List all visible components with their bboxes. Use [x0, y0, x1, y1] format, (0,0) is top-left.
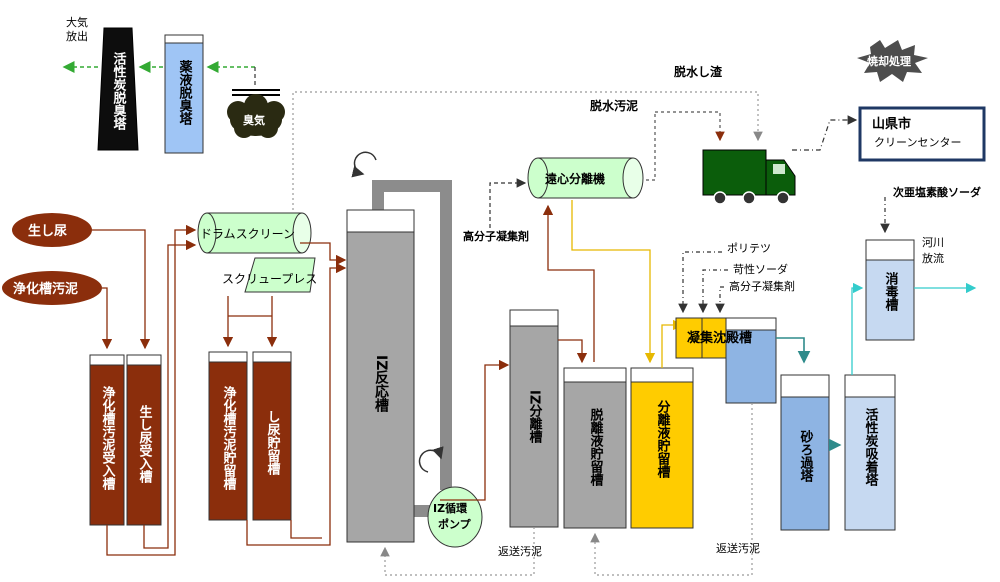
receive-to-drum-pipe-2: [143, 239, 197, 549]
disinfection-label: 消毒槽: [883, 271, 899, 312]
clean-center-box: [858, 106, 986, 162]
iz-reactor-tank: [346, 209, 415, 543]
dassui-odei-label: 脱水汚泥: [590, 98, 638, 113]
dewatered-sludge-arrow: [655, 111, 725, 142]
sand-filter-tower: [780, 374, 830, 531]
poritetsu-label: ポリテツ: [727, 242, 771, 255]
drum-screen: [197, 212, 312, 254]
centrifuge: [527, 157, 644, 199]
drum-to-reactor-arrow: [300, 242, 347, 266]
jokaso-arrow: [101, 287, 113, 350]
bunri-eki-tank: [630, 367, 694, 529]
iz-pump: [427, 486, 483, 548]
chinden-to-sand: [776, 337, 811, 364]
iz-separator-tank: [509, 309, 559, 528]
dassui-eki-tank: [563, 367, 627, 529]
iz-loop-right: [440, 180, 452, 490]
centrifuge-label: 遠心分離機: [545, 171, 605, 186]
kasen-label-1: 河川: [922, 236, 944, 249]
yakueki-top: [164, 34, 204, 44]
sludge-to-centrifuge: [542, 204, 595, 362]
clean-center-label-2: クリーンセンター: [874, 136, 961, 149]
rotation-arrow-2: [418, 446, 444, 473]
poritetsu-arrow: [678, 251, 722, 314]
bunri-to-gyoshu: [661, 319, 684, 368]
namashinyo-label: 生し尿: [28, 223, 67, 239]
namashinyo-ukeire-label: 生し尿受入槽: [137, 404, 153, 484]
ji-ensoso-label: 次亜塩素酸ソーダ: [893, 185, 981, 199]
odor-cloud: [227, 94, 285, 138]
kobunshi-1-label: 高分子凝集剤: [463, 229, 529, 243]
reactor-to-separator: [440, 359, 510, 501]
shokyaku-label: 焼却処理: [867, 54, 911, 68]
jokaso-ukeire-tank: [89, 354, 125, 526]
return-sludge-1: [380, 527, 535, 576]
screening-path: [292, 91, 763, 225]
jokaso-odei-oval: [2, 271, 102, 305]
adsorption-to-disinfection: [851, 282, 864, 375]
taiki-hoshutsu-label-2: 放出: [66, 29, 88, 43]
kasseitan-kyuchaku-tower: [844, 374, 896, 531]
screw-press-label: スクリュープレス: [222, 272, 317, 286]
hensou-odei-2-label: 返送汚泥: [716, 541, 760, 555]
dassui-shisa-label: 脱水し渣: [674, 64, 723, 79]
incineration-burst: [857, 40, 928, 82]
kasei-soda-label: 苛性ソーダ: [733, 262, 788, 276]
kobunshi-2-arrow: [715, 286, 725, 314]
clean-center-label-1: 山県市: [872, 116, 911, 132]
kasseitan-dasshu-label: 活性炭脱臭塔: [111, 51, 127, 130]
jokaso-choryu-tank: [208, 351, 248, 521]
centrifuge-filtrate: [571, 200, 656, 364]
kasseitan-kyuchaku-label: 活性炭吸着塔: [863, 407, 880, 486]
shuki-label: 臭気: [243, 113, 265, 127]
jokaso-choryu-label: 浄化槽汚泥貯留槽: [221, 385, 237, 491]
iz-loop-top: [372, 180, 452, 192]
jokaso-ukeire-label: 浄化槽汚泥受入槽: [100, 385, 116, 491]
kobunshi-2-label: 高分子凝集剤: [729, 279, 795, 293]
namashinyo-oval: [12, 213, 92, 247]
namashinyo-ukeire-tank: [126, 354, 162, 526]
separator-to-dassui: [558, 339, 588, 364]
iz-reactor-label: IZ反応槽: [373, 355, 389, 414]
return-sludge-2: [590, 403, 753, 576]
truck-to-center-arrow: [792, 115, 858, 151]
screw-press: [244, 257, 316, 293]
rotation-arrow-1: [351, 151, 377, 178]
gyoshu-chinden-label: 凝集沈殿槽: [687, 330, 752, 346]
drum-screen-label: ドラムスクリーン: [200, 227, 295, 241]
iz-pump-label-1: IZ循環: [433, 501, 468, 515]
yakueki-dasshu-label: 薬液脱臭塔: [177, 59, 194, 125]
kasseitan-dasshu-tower: [97, 27, 139, 151]
iz-separator-label: IZ分離槽: [527, 390, 543, 445]
receive-to-drum-pipe: [106, 224, 197, 556]
jokaso-odei-label: 浄化槽汚泥: [13, 281, 78, 297]
iz-pump-label-2: ポンプ: [438, 517, 472, 531]
kasei-arrow: [698, 269, 728, 314]
kasen-label-2: 放流: [922, 251, 944, 265]
dassui-eki-label: 脱離液貯留槽: [588, 407, 604, 487]
centrifuge-out-line: [640, 112, 656, 181]
bunri-eki-label: 分離液貯留槽: [655, 399, 671, 479]
shinyo-choryu-label: し尿貯留槽: [265, 410, 281, 476]
sand-filter-label: 砂ろ過塔: [798, 429, 815, 482]
namashinyo-arrow: [92, 229, 151, 350]
polymer-to-centrifuge: [489, 178, 527, 228]
yakueki-dasshu-tower: [164, 34, 204, 154]
storage-to-reactor-pipe: [246, 262, 347, 546]
taiki-hoshutsu-label-1: 大気: [66, 15, 88, 29]
hensou-odei-1-label: 返送汚泥: [498, 544, 542, 558]
truck-icon: [702, 149, 796, 205]
shinyo-choryu-tank: [252, 351, 292, 521]
